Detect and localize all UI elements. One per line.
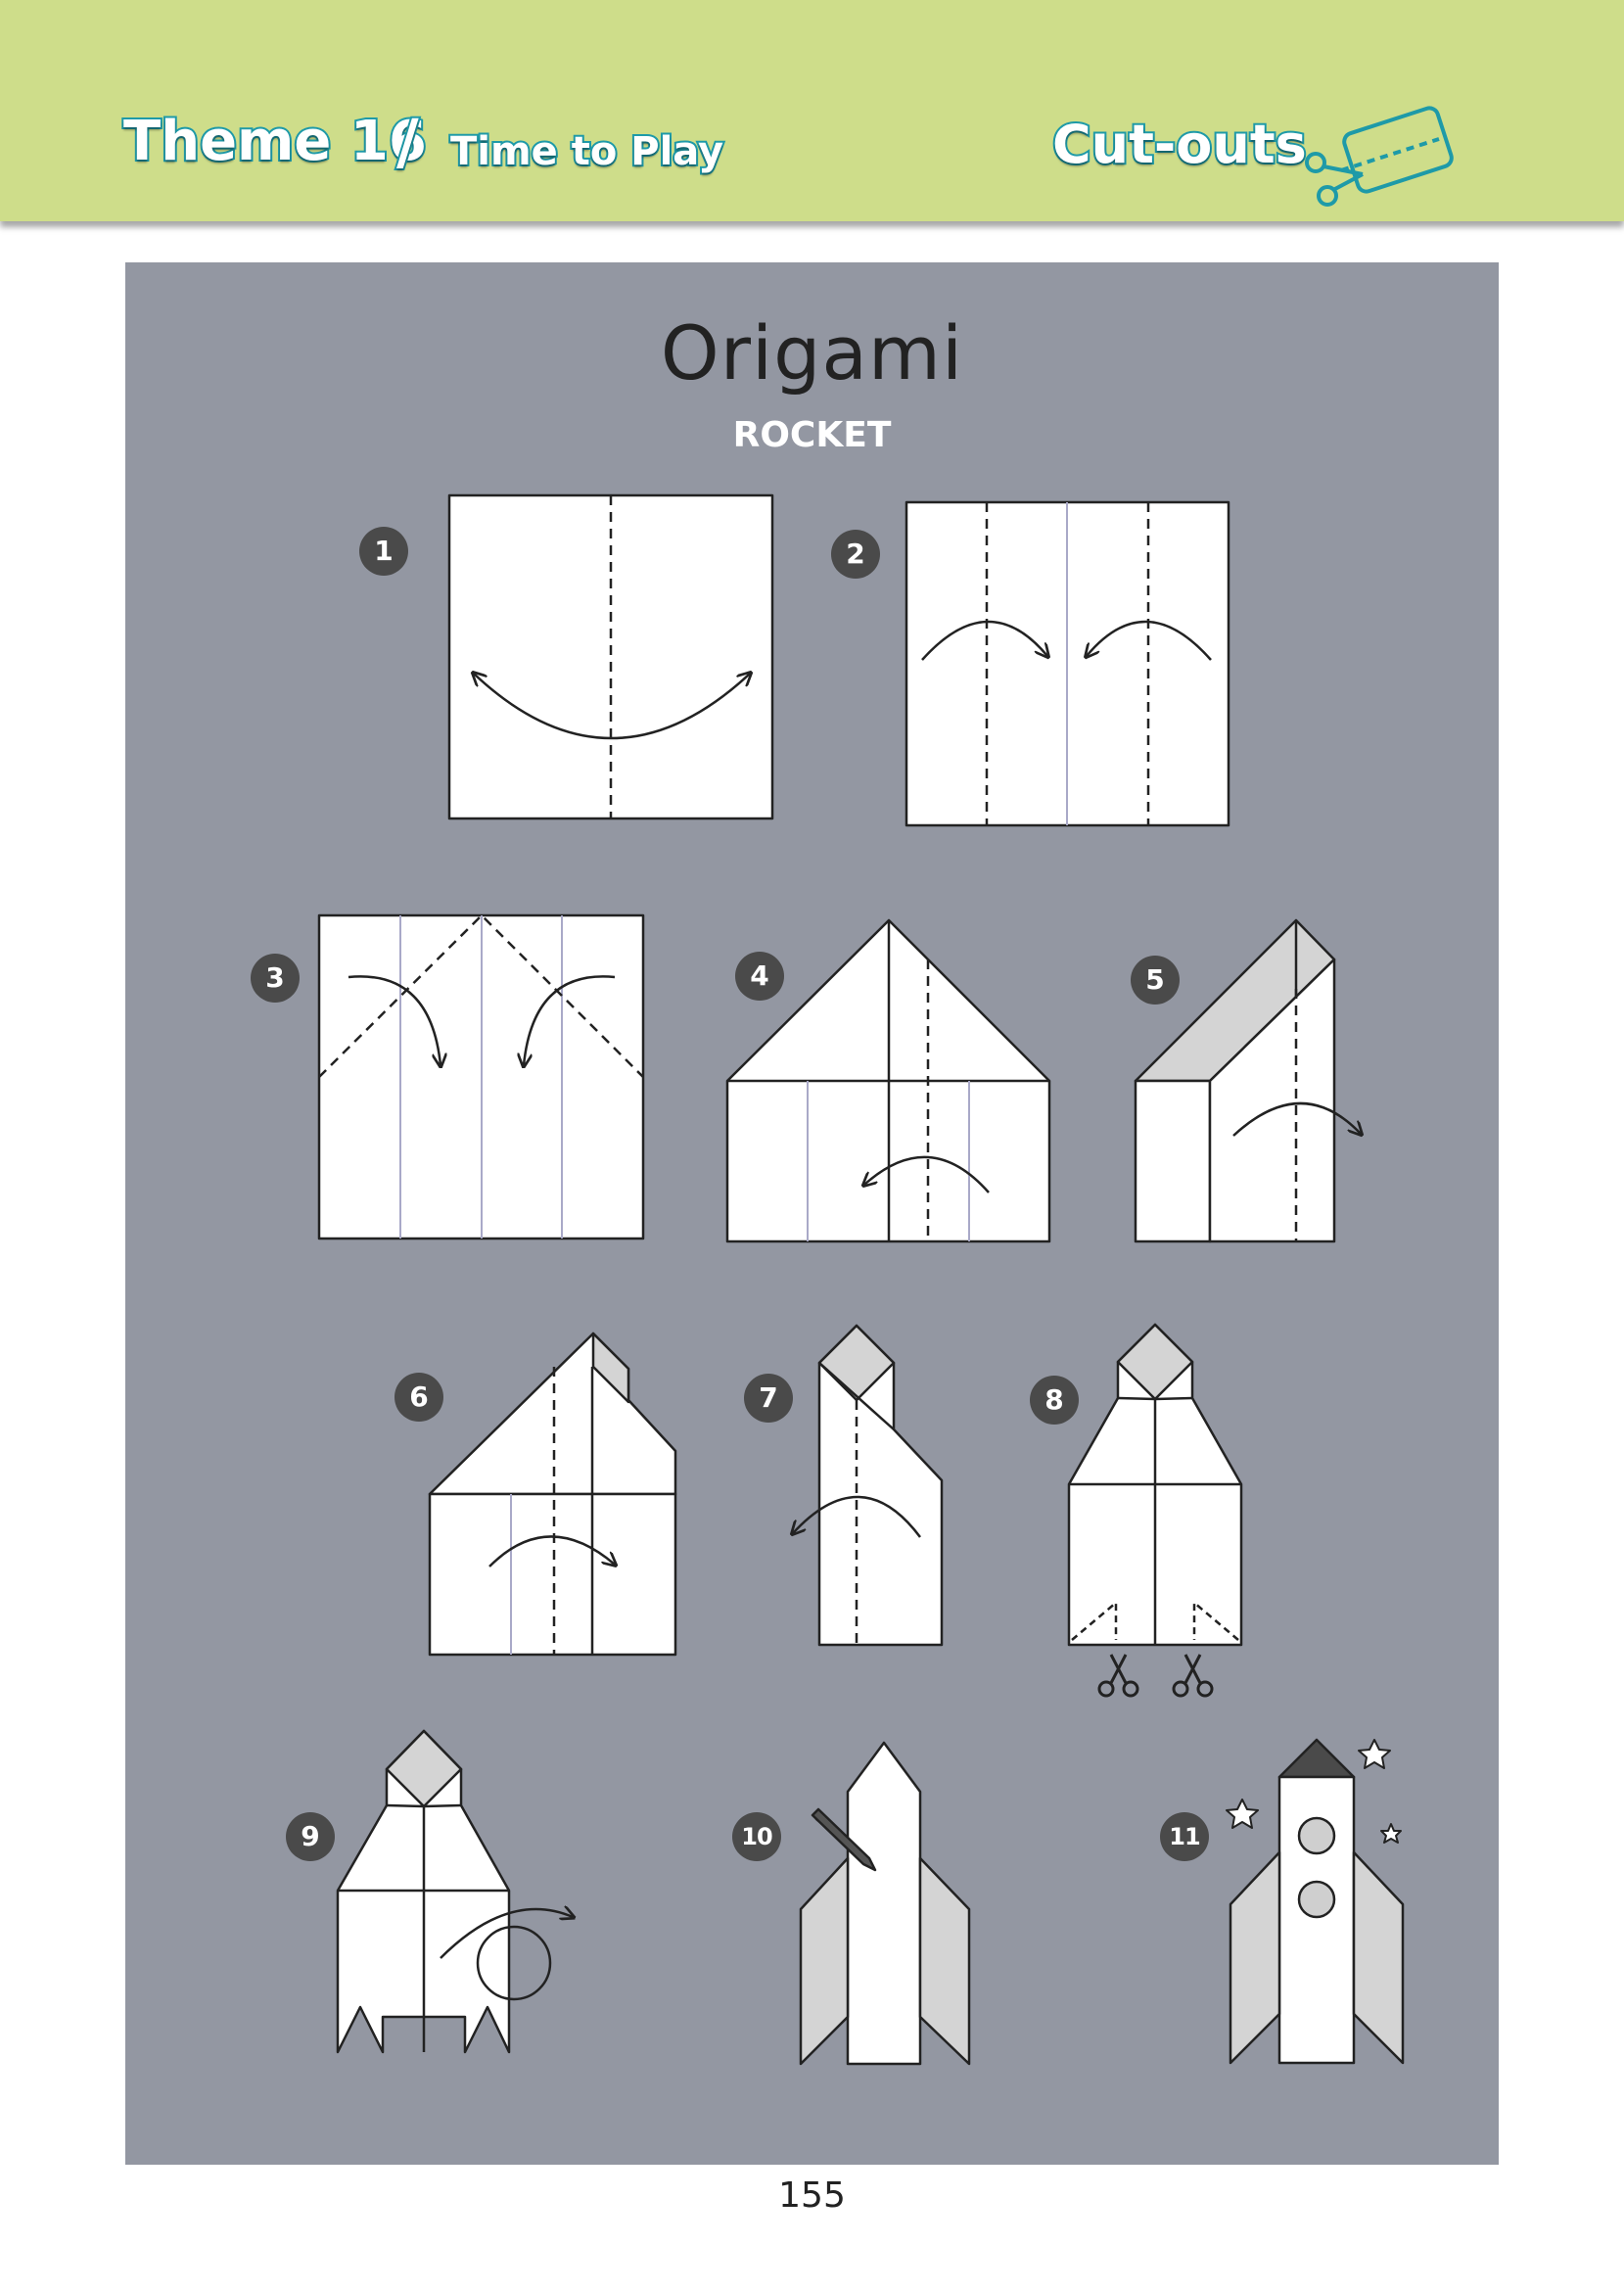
- theme-title: Time to Play: [448, 127, 725, 176]
- header-bar: [0, 0, 1624, 221]
- step-1-diagram: [447, 493, 774, 820]
- step-badge: 9: [286, 1812, 335, 1861]
- step-badge: 10: [732, 1812, 781, 1861]
- step-badge: 8: [1030, 1376, 1079, 1425]
- step-11-diagram: [1226, 1738, 1405, 2065]
- step-10-diagram: [799, 1741, 971, 2066]
- step-2-diagram: [905, 500, 1230, 827]
- step-7-diagram: [793, 1324, 944, 1647]
- page-subtitle: ROCKET: [732, 415, 892, 455]
- scissors-icon: [1172, 1654, 1214, 1698]
- star-icon: [1226, 1799, 1259, 1829]
- step-badge: 2: [831, 530, 880, 579]
- star-icon: [1380, 1823, 1402, 1844]
- theme-separator: /: [394, 104, 421, 179]
- step-badge: 5: [1131, 956, 1180, 1005]
- step-3-diagram: [317, 913, 645, 1240]
- step-9-diagram: [336, 1729, 573, 2054]
- pencil-icon: [811, 1807, 877, 1872]
- step-badge: 6: [394, 1373, 443, 1422]
- page-title: Origami: [660, 309, 964, 397]
- step-badge: 11: [1160, 1812, 1209, 1861]
- step-6-diagram: [428, 1332, 677, 1657]
- step-5-diagram: [1134, 918, 1361, 1243]
- step-badge: 7: [744, 1374, 793, 1423]
- scissors-icon: [1097, 1654, 1139, 1698]
- step-badge: 3: [251, 954, 300, 1003]
- step-badge: 4: [735, 952, 784, 1001]
- step-4-diagram: [725, 918, 1051, 1243]
- page-number: 155: [778, 2175, 846, 2216]
- step-badge: 1: [359, 527, 408, 576]
- step-8-diagram: [1067, 1323, 1243, 1698]
- theme-label: Theme 16: [121, 108, 429, 175]
- scissors-coupon-icon: [1305, 106, 1454, 207]
- star-icon: [1358, 1739, 1391, 1769]
- section-label: Cut-outs: [1050, 112, 1309, 177]
